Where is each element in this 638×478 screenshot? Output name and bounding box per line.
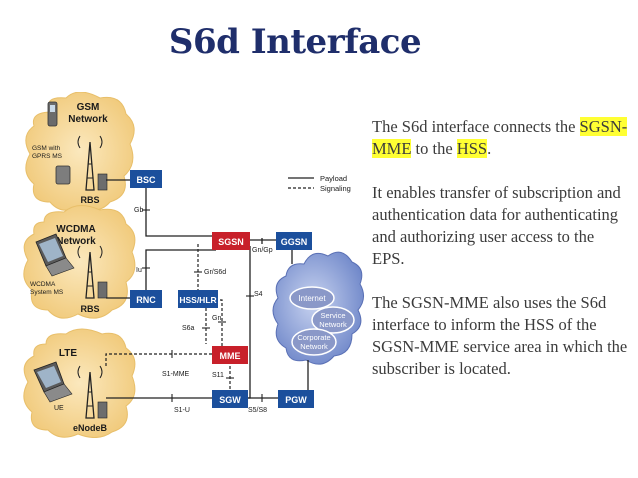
gb-label: Gb	[134, 207, 143, 214]
lte-title: LTE	[59, 348, 77, 359]
node-bsc: BSC	[130, 170, 162, 188]
node-pgw: PGW	[278, 390, 314, 408]
gn-label: Gn	[212, 315, 221, 322]
hss-hlr-label: HSS/HLR	[179, 295, 216, 305]
wcdma-title-line2: Network	[56, 236, 96, 247]
gsm-pda-icon	[55, 165, 71, 185]
rnc-label: RNC	[136, 295, 156, 305]
lte-enodeb-label: eNodeB	[73, 423, 108, 433]
wcdma-title-line1: WCDMA	[56, 224, 95, 235]
ggsn-label: GGSN	[281, 237, 308, 247]
s4-label: S4	[254, 291, 263, 298]
gsm-tower-icon	[77, 135, 108, 191]
paragraph-enables: It enables transfer of subscription and …	[372, 183, 621, 268]
node-mme: MME	[212, 346, 248, 364]
node-ggsn: GGSN	[276, 232, 312, 250]
wcdma-laptop-icon	[35, 233, 75, 277]
wcdma-network-cloud: WCDMA Network WCDMA System MS RBS	[23, 205, 136, 319]
wcdma-rbs-label: RBS	[80, 304, 99, 314]
highlight-hss: HSS	[456, 139, 488, 158]
s6a-label: S6a	[182, 325, 195, 332]
legend: Payload Signaling	[288, 174, 351, 193]
gsm-network-cloud: GSM Network GSM with GPRS MS RBS	[25, 92, 135, 211]
node-sgw: SGW	[212, 390, 248, 408]
gsm-title-line2: Network	[68, 114, 108, 125]
payload-links	[106, 179, 309, 399]
wcdma-ms-label2: System MS	[30, 289, 64, 296]
description-text: The S6d interface connects the SGSN-MME …	[372, 116, 628, 402]
service-network-label1: Service	[320, 311, 345, 320]
node-sgsn: SGSN	[212, 232, 250, 250]
mme-label: MME	[220, 351, 241, 361]
gsm-rbs-label: RBS	[80, 195, 99, 205]
node-hss-hlr: HSS/HLR	[178, 290, 218, 308]
bsc-label: BSC	[136, 175, 156, 185]
s5s8-label: S5/S8	[248, 407, 267, 414]
s11-label: S11	[212, 372, 224, 379]
wcdma-tower-icon	[77, 245, 108, 299]
legend-payload: Payload	[320, 174, 347, 183]
sgw-label: SGW	[219, 395, 241, 405]
internet-label: Internet	[298, 294, 326, 303]
corporate-network-label1: Corporate	[297, 333, 330, 342]
grs6d-label: Gr/S6d	[204, 269, 226, 276]
legend-signaling: Signaling	[320, 184, 351, 193]
wcdma-ms-label1: WCDMA	[30, 281, 56, 288]
iu-label: Iu	[136, 267, 142, 274]
gsm-ms-label1: GSM with	[32, 145, 61, 152]
gngp-label: Gn/Gp	[252, 247, 273, 254]
gsm-ms-label2: GPRS MS	[32, 153, 63, 160]
network-architecture-diagram: GSM Network GSM with GPRS MS RBS WCDMA N…	[23, 92, 364, 438]
lte-network-cloud: LTE UE eNodeB	[23, 328, 136, 438]
service-network-label2: Network	[319, 320, 347, 329]
lte-tower-icon	[77, 365, 108, 419]
gsm-title-line1: GSM	[77, 102, 100, 113]
pgw-label: PGW	[285, 395, 307, 405]
sgsn-label: SGSN	[218, 237, 244, 247]
corporate-network-label2: Network	[300, 342, 328, 351]
lte-ue-label: UE	[54, 405, 64, 412]
paragraph-connects: The S6d interface connects the SGSN-MME …	[372, 117, 628, 158]
s1mme-label: S1-MME	[162, 371, 190, 378]
lte-laptop-icon	[33, 361, 73, 403]
node-rnc: RNC	[130, 290, 162, 308]
slide-title: S6d Interface	[168, 22, 422, 62]
paragraph-inform: The SGSN-MME also uses the S6d interface…	[372, 293, 628, 378]
s1u-label: S1-U	[174, 407, 190, 414]
service-network-cloud: Internet Service Network Corporate Netwo…	[272, 251, 364, 365]
